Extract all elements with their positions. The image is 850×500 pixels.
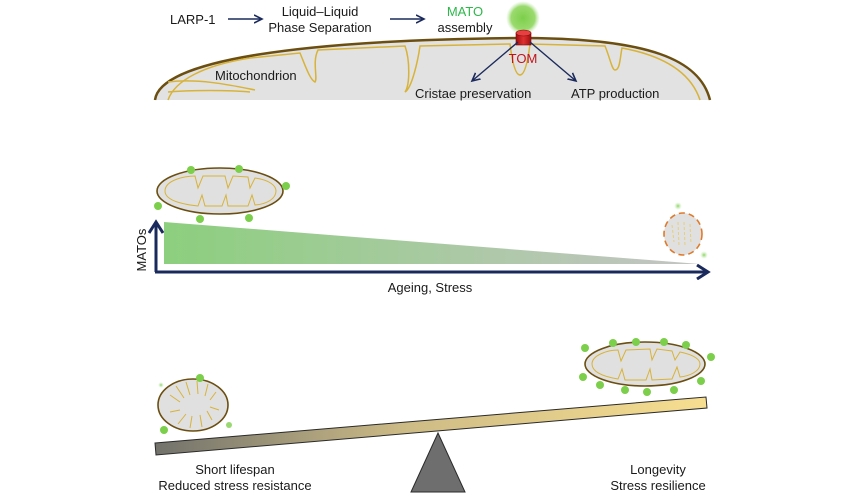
healthy-mitochondrion: [154, 165, 290, 223]
arrow-to-cristae: [472, 41, 519, 81]
y-axis-label: MATOs: [134, 228, 149, 271]
longevity-label: Longevity: [630, 462, 686, 477]
mato-decline-wedge: [164, 222, 700, 264]
left-mitochondrion: [157, 374, 232, 434]
mato-condensate: [506, 1, 540, 35]
outcome-atp-production: ATP production: [571, 86, 659, 101]
x-axis-label: Ageing, Stress: [388, 280, 473, 295]
outcome-cristae-preservation: Cristae preservation: [415, 86, 531, 101]
seesaw-fulcrum: [410, 431, 466, 493]
damaged-mitochondrion: [663, 202, 708, 259]
stress-resilience-label: Stress resilience: [610, 478, 705, 493]
reduced-stress-resistance-label: Reduced stress resistance: [158, 478, 311, 493]
larp1-label: LARP-1: [170, 12, 216, 27]
crista: [167, 80, 256, 91]
llps-label-line1: Liquid–Liquid: [282, 4, 359, 19]
mato-label: MATO: [447, 4, 483, 19]
top-panel: LARP-1 Liquid–Liquid Phase Separation MA…: [153, 1, 712, 101]
outer-membrane: [153, 36, 712, 101]
assembly-label: assembly: [438, 20, 493, 35]
bottom-panel: Short lifespan Reduced stress resistance…: [154, 338, 715, 493]
middle-panel: MATOs Ageing, Stress: [134, 165, 708, 295]
llps-label-line2: Phase Separation: [268, 20, 371, 35]
tom-label: TOM: [509, 51, 538, 66]
seesaw-beam: [154, 396, 708, 456]
right-mitochondrion: [579, 338, 715, 396]
short-lifespan-label: Short lifespan: [195, 462, 275, 477]
arrow-to-atp: [529, 41, 576, 81]
inner-membrane: [167, 43, 701, 101]
mitochondrion-label: Mitochondrion: [215, 68, 297, 83]
tom-complex: [515, 29, 532, 46]
crista: [167, 89, 251, 93]
